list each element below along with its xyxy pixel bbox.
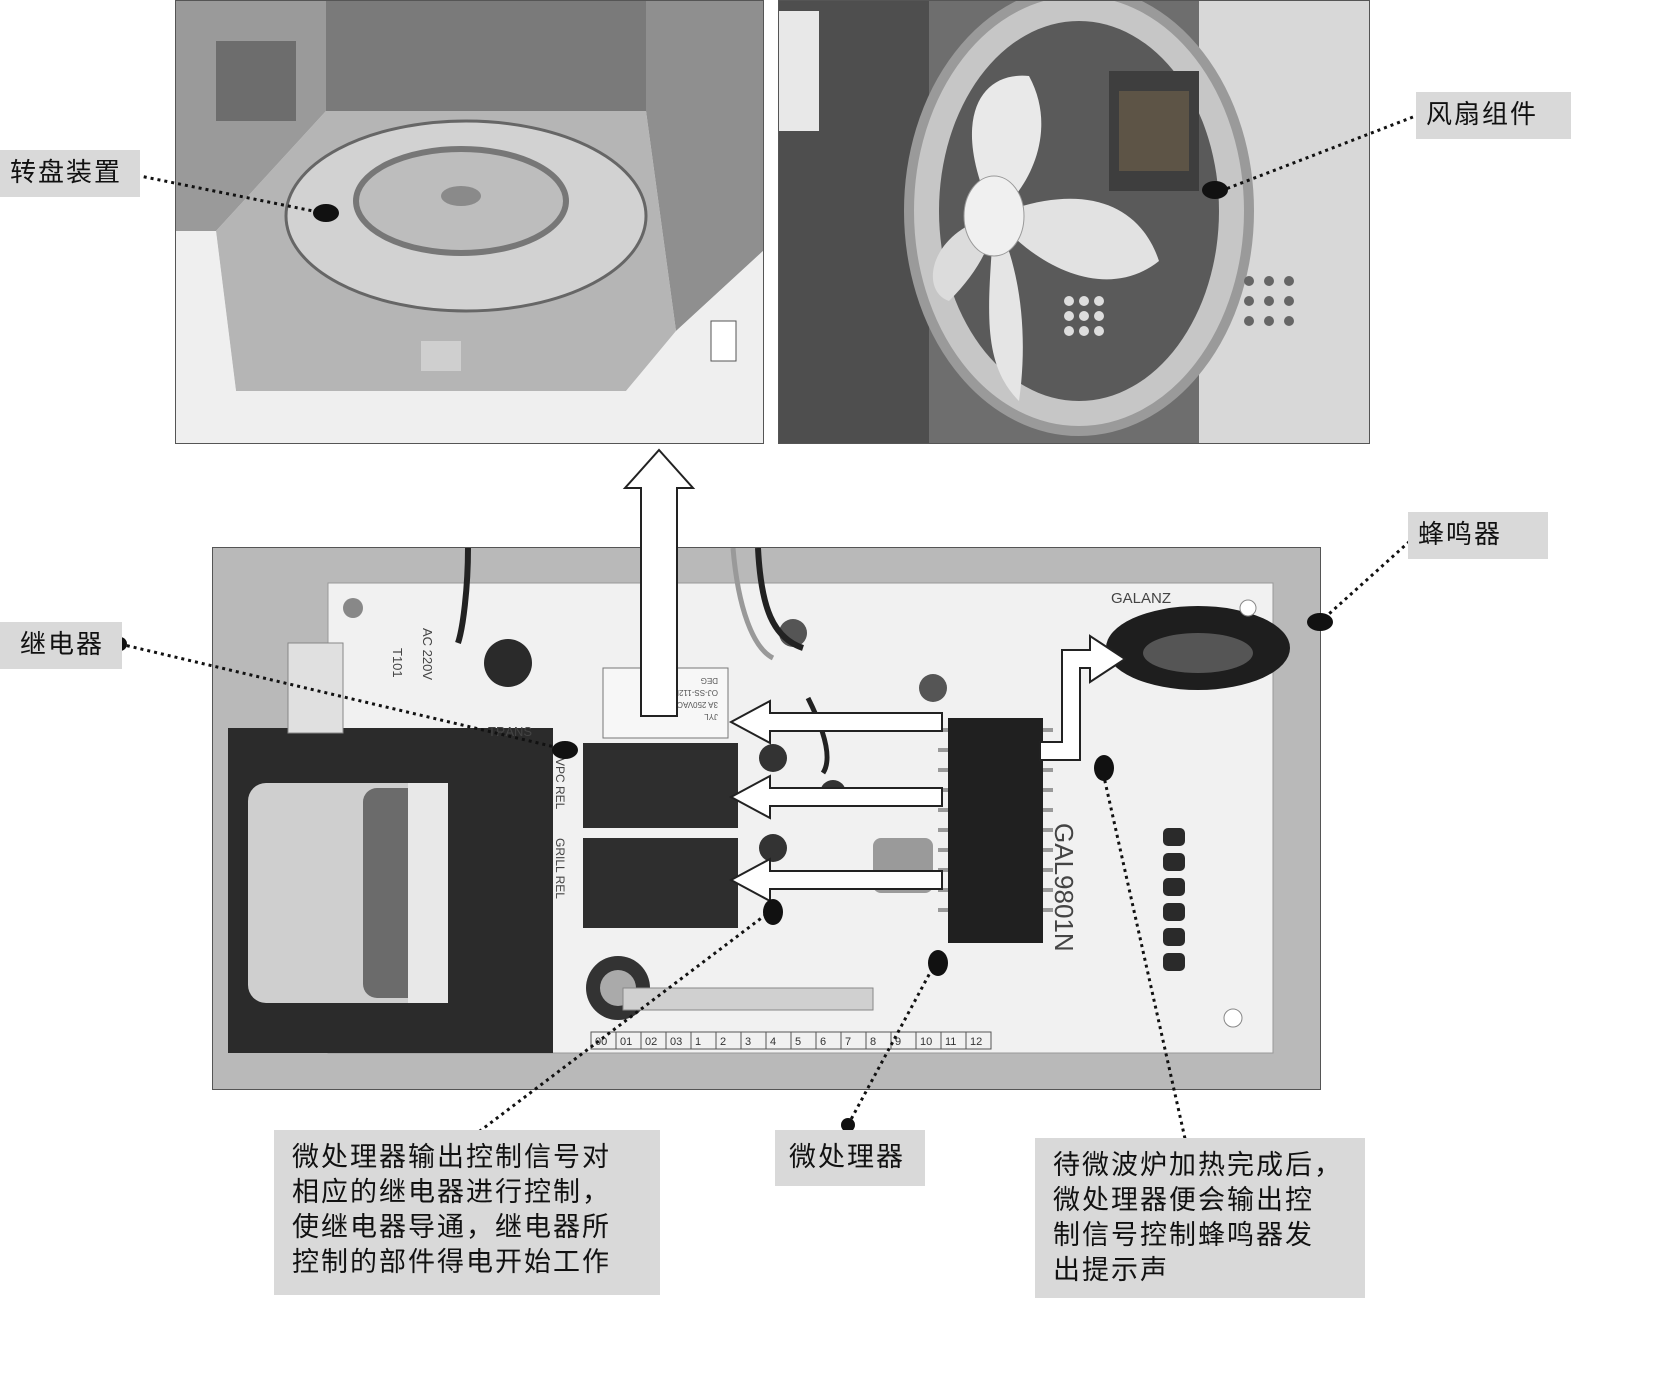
left-arrow-relay-bottom [728,857,943,903]
pointing-hand-icon [928,950,948,976]
leader-relay [119,642,556,749]
relay-1-label: VPC REL [553,758,567,810]
oven-interior-drawing [176,1,763,443]
transformer-ref-text: T101 [390,648,405,678]
up-arrow [622,448,696,717]
dot-microprocessor [841,1118,855,1132]
microprocessor-label: 微处理器 [775,1130,925,1187]
top-relay-print-line: DEG [701,676,718,685]
connector-pin-label: 1 [695,1036,701,1048]
connector-pin-label: 5 [795,1036,801,1048]
connector-pin-label: 00 [595,1036,607,1048]
connector-pin-label: 3 [745,1036,751,1048]
control-board-photo: GALANZ GAL9801N TRANS T101 AC 220V VPC R… [212,547,1321,1090]
buzzer-note-line: 出提示声 [1053,1255,1169,1287]
relay-note-line: 使继电器导通，继电器所 [292,1212,611,1244]
buzzer-note-line: 制信号控制蜂鸣器发 [1053,1220,1314,1252]
connector-pin-label: 02 [645,1036,657,1048]
left-arrow-relay-top [728,699,943,745]
pointing-hand-icon [1202,181,1228,199]
connector-pin-box [965,1031,992,1050]
left-arrow-relay-middle [728,774,943,820]
buzzer-label: 蜂鸣器 [1408,512,1548,560]
relay-note-line: 控制的部件得电开始工作 [292,1247,611,1279]
leader-relay-note [467,908,773,1142]
turntable-label: 转盘装置 [0,150,140,198]
connector-pin-label: 2 [720,1036,726,1048]
leader-buzzer [1318,530,1422,624]
board-brand-text: GALANZ [1111,590,1171,607]
relay-note: 微处理器输出控制信号对 相应的继电器进行控制， 使继电器导通，继电器所 控制的部… [274,1130,660,1295]
connector-pin-label: 11 [945,1036,956,1048]
connector-pin-label: 7 [845,1036,851,1048]
top-relay-print: DEG OJ-SS-112LM 3A 250VAC/30VDC JYL [649,676,718,721]
oven-interior-photo [175,0,764,444]
pointing-hand-icon [1307,613,1333,631]
voltage-text: AC 220V [420,628,435,680]
fan-assembly-photo [778,0,1370,444]
connector-pin-label: 9 [895,1036,901,1048]
fan-label: 风扇组件 [1416,92,1571,140]
connector-pin-label: 4 [770,1036,776,1048]
top-relay-print-line: JYL [704,712,718,721]
connector-pin-label: 03 [670,1036,682,1048]
buzzer-note-line: 微处理器便会输出控 [1053,1185,1314,1217]
connector-pin-label: 12 [970,1036,982,1048]
relay-note-line: 相应的继电器进行控制， [292,1177,611,1209]
pointing-hand-icon [1094,755,1114,781]
relay-label: 继电器 [0,622,122,670]
leader-buzzer-note [1100,767,1190,1153]
pointing-hand-icon [552,741,578,759]
buzzer-note-line: 待微波炉加热完成后， [1053,1150,1343,1181]
pointing-hand-icon [763,899,783,925]
pointing-hand-icon [313,204,339,222]
relay-note-line: 微处理器输出控制信号对 [292,1142,611,1173]
transformer-label-text: TRANS [488,724,532,739]
connector-pin-label: 01 [620,1036,632,1048]
control-board-drawing: GALANZ GAL9801N TRANS T101 AC 220V VPC R… [213,548,1320,1089]
leader-fan [1217,110,1427,194]
buzzer-note: 待微波炉加热完成后， 微处理器便会输出控 制信号控制蜂鸣器发 出提示声 [1035,1138,1365,1298]
leader-turntable [129,172,319,214]
top-relay-print-line: 3A 250VAC/30VDC [649,700,718,709]
board-model-text: GAL9801N [1049,823,1079,952]
connector-pin-label: 8 [870,1036,876,1048]
leader-microprocessor [846,957,940,1126]
buzzer-arrow [1039,634,1127,761]
connector-pin-label: 10 [920,1036,932,1048]
top-relay-print-line: OJ-SS-112LM [668,688,718,697]
connector-pin-label: 6 [820,1036,826,1048]
relay-2-label: GRILL REL [553,838,567,899]
fan-drawing [779,1,1369,443]
